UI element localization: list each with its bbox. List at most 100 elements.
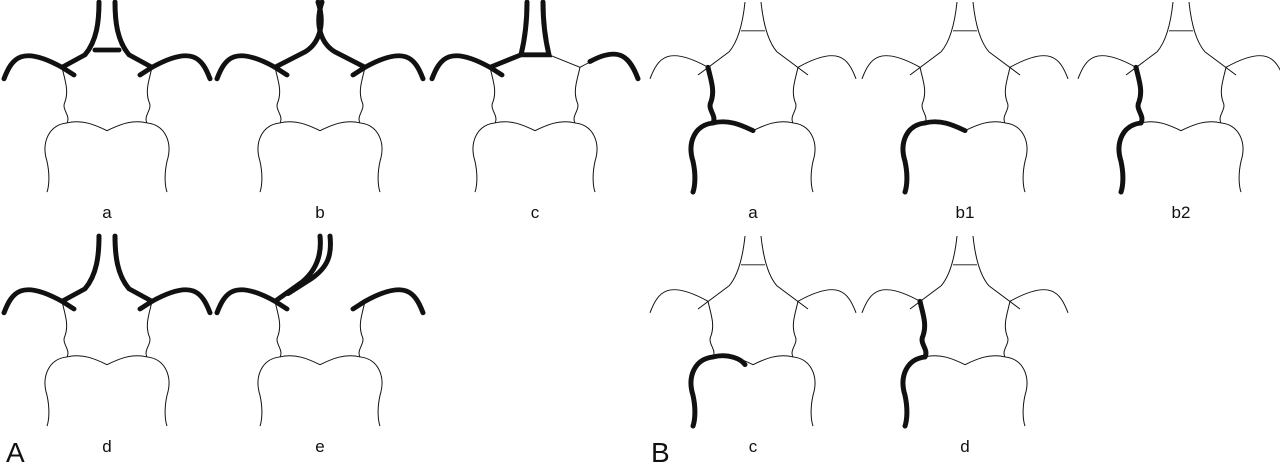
ica-right	[776, 51, 809, 76]
diagram-label-panel_B-1: b1	[956, 203, 975, 222]
pcom-right	[1003, 301, 1011, 358]
pcom-left	[707, 301, 715, 358]
pca-left-thick	[1116, 120, 1144, 195]
ica-right	[988, 51, 1021, 76]
aca-right-thick	[112, 0, 155, 70]
pcom-left	[274, 67, 282, 124]
mca-left	[861, 55, 921, 79]
ica-left	[697, 285, 730, 310]
diagram-label-panel_A-1: b	[315, 203, 324, 222]
panel-label-a: A	[6, 437, 25, 467]
mca-left	[649, 55, 709, 79]
basilar-tip	[66, 355, 148, 366]
aca-left-thick	[59, 233, 102, 304]
diagram-label-panel_B-0: a	[748, 203, 758, 222]
pcom-right	[145, 301, 153, 358]
pca-left	[44, 356, 68, 427]
pcom-left	[274, 301, 282, 358]
ica-right	[776, 285, 809, 310]
pca-right	[792, 122, 816, 193]
pcom-right	[573, 67, 581, 124]
aca-right-thick	[285, 233, 333, 297]
diagram-panel_A-1	[214, 0, 426, 193]
aca-pair	[940, 235, 990, 287]
pcom-right	[358, 301, 366, 358]
aca-pair	[728, 235, 778, 287]
diagram-panel_B-4	[861, 235, 1069, 429]
p1-left-thick	[922, 119, 968, 134]
pcom-left	[919, 67, 927, 124]
mca-left	[1077, 55, 1137, 79]
diagram-label-panel_A-0: a	[102, 203, 112, 222]
pca-left-thick	[688, 120, 716, 195]
aca-left-thick	[272, 0, 324, 70]
basilar-tip	[494, 121, 576, 132]
aca-right-thick	[316, 0, 368, 70]
diagram-panel_B-3	[649, 235, 857, 429]
pca-left-thick	[688, 354, 716, 429]
pcom-right	[791, 67, 799, 124]
pcom-right	[145, 67, 153, 124]
mca-right	[1009, 55, 1069, 79]
pca-left-thick	[900, 120, 928, 195]
pcom-left	[61, 301, 69, 358]
ica-right	[988, 285, 1021, 310]
pca-right	[359, 356, 383, 427]
ica-left	[909, 285, 942, 310]
diagram-label-panel_B-3: c	[749, 437, 758, 456]
pcom-right	[1003, 67, 1011, 124]
ica-left	[909, 51, 942, 76]
diagram-label-panel_A-3: d	[102, 437, 111, 456]
ica-right	[1204, 51, 1237, 76]
pca-right	[1220, 122, 1244, 193]
diagram-panel_B-1	[861, 1, 1069, 195]
diagram-label-panel_A-2: c	[531, 203, 540, 222]
pca-left	[44, 122, 68, 193]
aca-left-thick	[59, 0, 102, 70]
mca-right	[1009, 289, 1069, 313]
pca-right	[359, 122, 383, 193]
mca-left	[649, 289, 709, 313]
pca-right	[1004, 122, 1028, 193]
pcom-right	[1219, 67, 1227, 124]
p1-left-thick	[710, 119, 756, 134]
pca-right	[146, 122, 170, 193]
pca-right	[792, 356, 816, 427]
diagram-panel_A-3	[1, 233, 213, 427]
pcom-right	[358, 67, 366, 124]
pcom-left-thick	[705, 64, 717, 126]
pcom-right	[791, 301, 799, 358]
pca-left	[257, 122, 281, 193]
pcom-left-thick	[917, 298, 929, 360]
ica-left	[1125, 51, 1158, 76]
pcom-left	[61, 67, 69, 124]
basilar-tip	[279, 121, 361, 132]
aca-cross-thick	[518, 0, 553, 58]
diagram-label-panel_B-2: b2	[1172, 203, 1191, 222]
basilar-tip	[924, 355, 1006, 366]
diagram-label-panel_B-4: d	[960, 437, 969, 456]
diagram-panel_A-0	[1, 0, 213, 193]
mca-left	[861, 289, 921, 313]
basilar-tip	[66, 121, 148, 132]
p1-left-thick	[710, 353, 748, 368]
aca-pair	[728, 1, 778, 53]
pca-left	[472, 122, 496, 193]
mca-right-thick	[587, 51, 641, 82]
aca-pair	[940, 1, 990, 53]
aca-left-thick	[272, 233, 323, 304]
basilar-tip	[279, 355, 361, 366]
mca-right	[797, 289, 857, 313]
pca-left	[257, 356, 281, 427]
pca-left-thick	[900, 354, 928, 429]
diagram-panel_B-0	[649, 1, 857, 195]
mca-right	[1225, 55, 1280, 71]
pca-right	[574, 122, 598, 193]
pca-right	[1004, 356, 1028, 427]
aca-right-thick	[112, 233, 155, 304]
pca-right	[146, 356, 170, 427]
diagram-label-panel_A-4: e	[315, 437, 324, 456]
ica-left	[697, 51, 730, 76]
diagram-panel_A-2	[429, 0, 641, 193]
